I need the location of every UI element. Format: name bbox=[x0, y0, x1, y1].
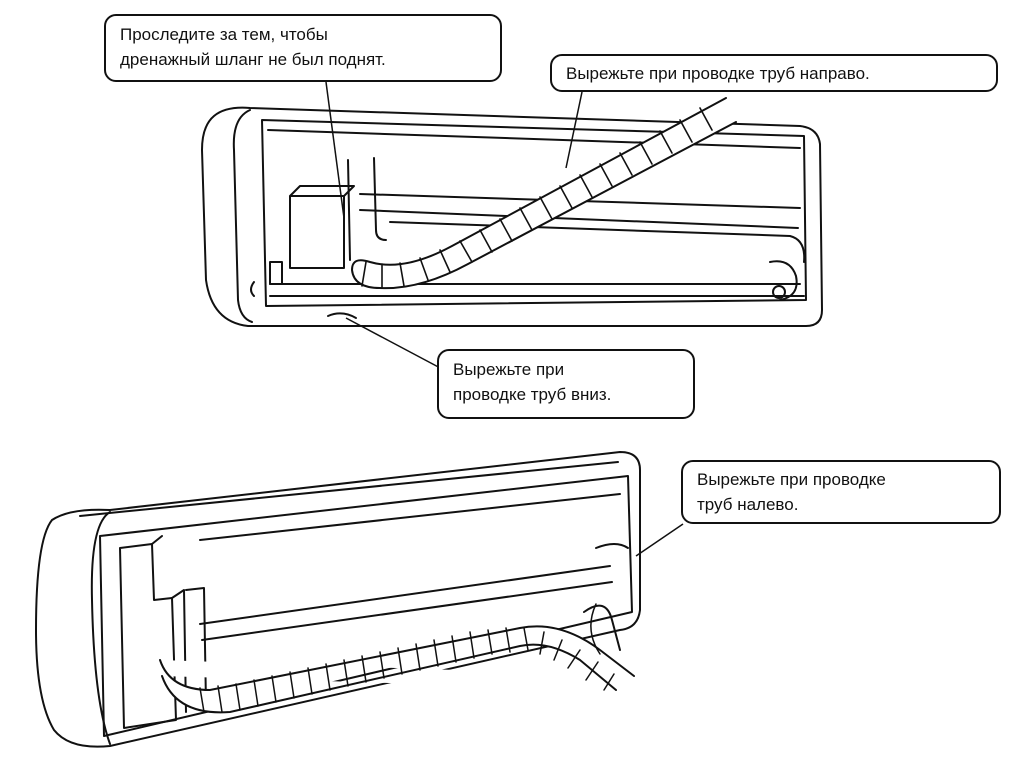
callout-down-line-2: проводке труб вниз. bbox=[453, 385, 612, 404]
lower-unit-end-face bbox=[90, 511, 111, 745]
callout-left-line-2: труб налево. bbox=[697, 495, 799, 514]
callout-drain-line-1: Проследите за тем, чтобы bbox=[120, 25, 328, 44]
callout-right-line-1: Вырежьте при проводке труб направо. bbox=[566, 64, 870, 83]
drain-block bbox=[289, 185, 355, 269]
down-leader bbox=[345, 317, 445, 371]
lower-unit-opening bbox=[99, 475, 633, 737]
callout-cut-down: Вырежьте при проводке труб вниз. bbox=[437, 349, 695, 419]
lower-pipe-bundle bbox=[159, 603, 635, 714]
callout-drain-line-2: дренажный шланг не был поднят. bbox=[120, 50, 386, 69]
callout-drain-hose: Проследите за тем, чтобы дренажный шланг… bbox=[104, 14, 502, 82]
drain-port-icon bbox=[772, 285, 786, 299]
upper-leaders bbox=[325, 81, 583, 371]
left-bracket bbox=[119, 543, 177, 729]
upper-unit-end-face bbox=[232, 109, 253, 323]
drain-leader bbox=[325, 81, 345, 219]
lower-indoor-unit bbox=[35, 451, 641, 748]
upper-pipe-bundle bbox=[350, 97, 737, 290]
lower-unit-shelf bbox=[199, 565, 613, 641]
right-leader bbox=[565, 91, 583, 169]
lower-unit-casing bbox=[35, 451, 641, 748]
left-leader bbox=[635, 523, 684, 557]
callout-cut-right: Вырежьте при проводке труб направо. bbox=[550, 54, 998, 92]
callout-cut-left: Вырежьте при проводке труб налево. bbox=[681, 460, 1001, 524]
callout-left-line-1: Вырежьте при проводке bbox=[697, 470, 886, 489]
upper-unit-opening bbox=[261, 119, 807, 307]
upper-unit-casing bbox=[201, 106, 823, 327]
callout-down-line-1: Вырежьте при bbox=[453, 360, 565, 379]
